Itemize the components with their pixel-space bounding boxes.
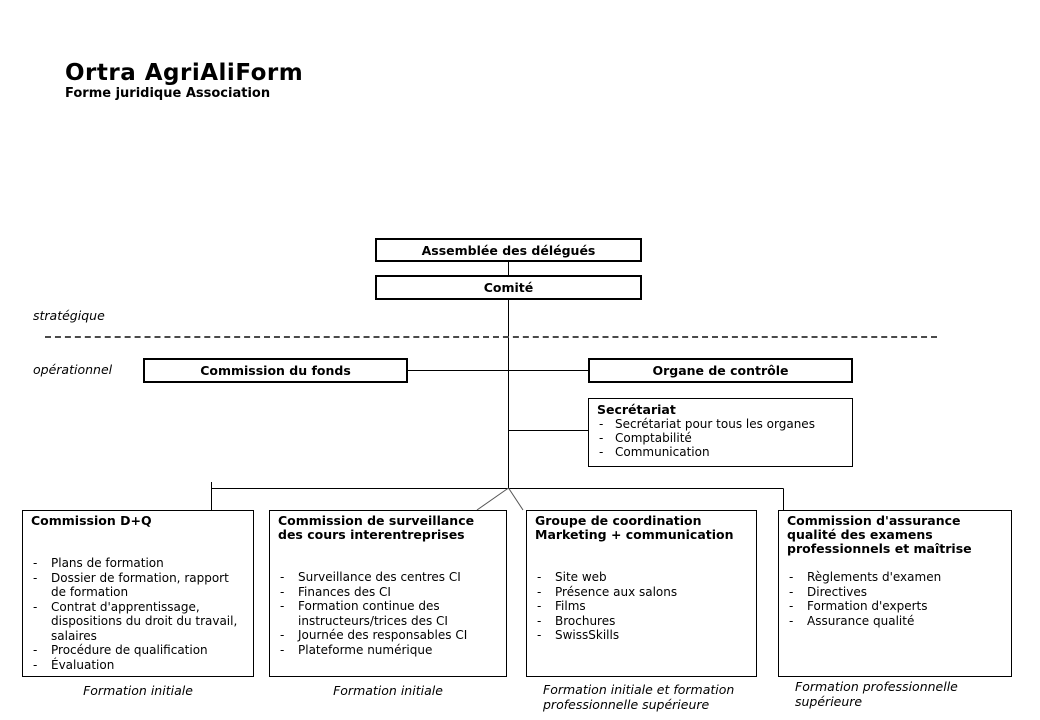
list-item: Plans de formation xyxy=(31,556,245,571)
list-item: Site web xyxy=(535,570,748,585)
panel-quality-commission: Commission d'assurance qualité des exame… xyxy=(778,510,1012,677)
caption-quality-commission: Formation professionnelle supérieure xyxy=(795,679,958,709)
level-label-operational: opérationnel xyxy=(33,362,113,377)
list-item: Plateforme numérique xyxy=(278,643,498,658)
panel-marketing-group-title: Groupe de coordination Marketing + commu… xyxy=(535,513,734,542)
strategic-operational-separator xyxy=(45,336,937,338)
list-item: Journée des responsables CI xyxy=(278,628,498,643)
list-item: Évaluation xyxy=(31,658,245,673)
list-item: Assurance qualité xyxy=(787,614,1003,629)
panel-commission-surveillance-title: Commission de surveillance des cours int… xyxy=(278,513,475,542)
list-item: Procédure de qualification xyxy=(31,643,245,658)
list-item: Formation continue des instructeurs/tric… xyxy=(278,599,498,628)
list-item: Communication xyxy=(597,445,844,459)
list-item: Dossier de formation, rapport de formati… xyxy=(31,571,245,600)
caption-commission-surveillance: Formation initiale xyxy=(333,683,443,698)
box-fund-commission-label: Commission du fonds xyxy=(200,363,351,378)
list-item: Comptabilité xyxy=(597,431,844,445)
panel-quality-commission-title: Commission d'assurance qualité des exame… xyxy=(787,513,972,556)
page-title: Ortra AgriAliForm xyxy=(65,60,304,86)
panel-secretariat-list: Secrétariat pour tous les organes Compta… xyxy=(597,417,844,459)
caption-commission-dq: Formation initiale xyxy=(83,683,193,698)
panel-commission-dq: Commission D+Q Plans de formation Dossie… xyxy=(22,510,254,677)
list-item: Règlements d'examen xyxy=(787,570,1003,585)
list-item: Films xyxy=(535,599,748,614)
box-control-body-label: Organe de contrôle xyxy=(652,363,789,378)
list-item: Surveillance des centres CI xyxy=(278,570,498,585)
list-item: Directives xyxy=(787,585,1003,600)
box-assembly: Assemblée des délégués xyxy=(375,238,642,262)
list-item: Formation d'experts xyxy=(787,599,1003,614)
list-item: Brochures xyxy=(535,614,748,629)
caption-marketing-group: Formation initiale et formation professi… xyxy=(543,682,735,712)
panel-commission-dq-list: Plans de formation Dossier de formation,… xyxy=(31,556,245,672)
panel-quality-commission-list: Règlements d'examen Directives Formation… xyxy=(787,570,1003,628)
header: Ortra AgriAliForm Forme juridique Associ… xyxy=(65,60,303,101)
page-subtitle: Forme juridique Association xyxy=(65,86,271,101)
connector-diagonal-surveillance xyxy=(476,487,509,511)
panel-marketing-group: Groupe de coordination Marketing + commu… xyxy=(526,510,757,677)
box-fund-commission: Commission du fonds xyxy=(143,358,408,383)
box-control-body: Organe de contrôle xyxy=(588,358,853,383)
panel-commission-dq-title: Commission D+Q xyxy=(31,513,152,528)
box-assembly-label: Assemblée des délégués xyxy=(421,242,596,258)
box-committee-label: Comité xyxy=(483,280,534,295)
list-item: Contrat d'apprentissage, dispositions du… xyxy=(31,600,245,644)
panel-marketing-group-list: Site web Présence aux salons Films Broch… xyxy=(535,570,748,643)
panel-secretariat: Secrétariat Secrétariat pour tous les or… xyxy=(588,398,853,467)
panel-commission-surveillance-list: Surveillance des centres CI Finances des… xyxy=(278,570,498,657)
level-label-strategic: stratégique xyxy=(33,308,105,323)
list-item: Secrétariat pour tous les organes xyxy=(597,417,844,431)
list-item: Finances des CI xyxy=(278,585,498,600)
panel-commission-surveillance: Commission de surveillance des cours int… xyxy=(269,510,507,677)
list-item: Présence aux salons xyxy=(535,585,748,600)
box-committee: Comité xyxy=(375,275,642,300)
connector-diagonal-marketing xyxy=(508,487,524,511)
list-item: SwissSkills xyxy=(535,628,748,643)
panel-secretariat-title: Secrétariat xyxy=(597,402,676,417)
